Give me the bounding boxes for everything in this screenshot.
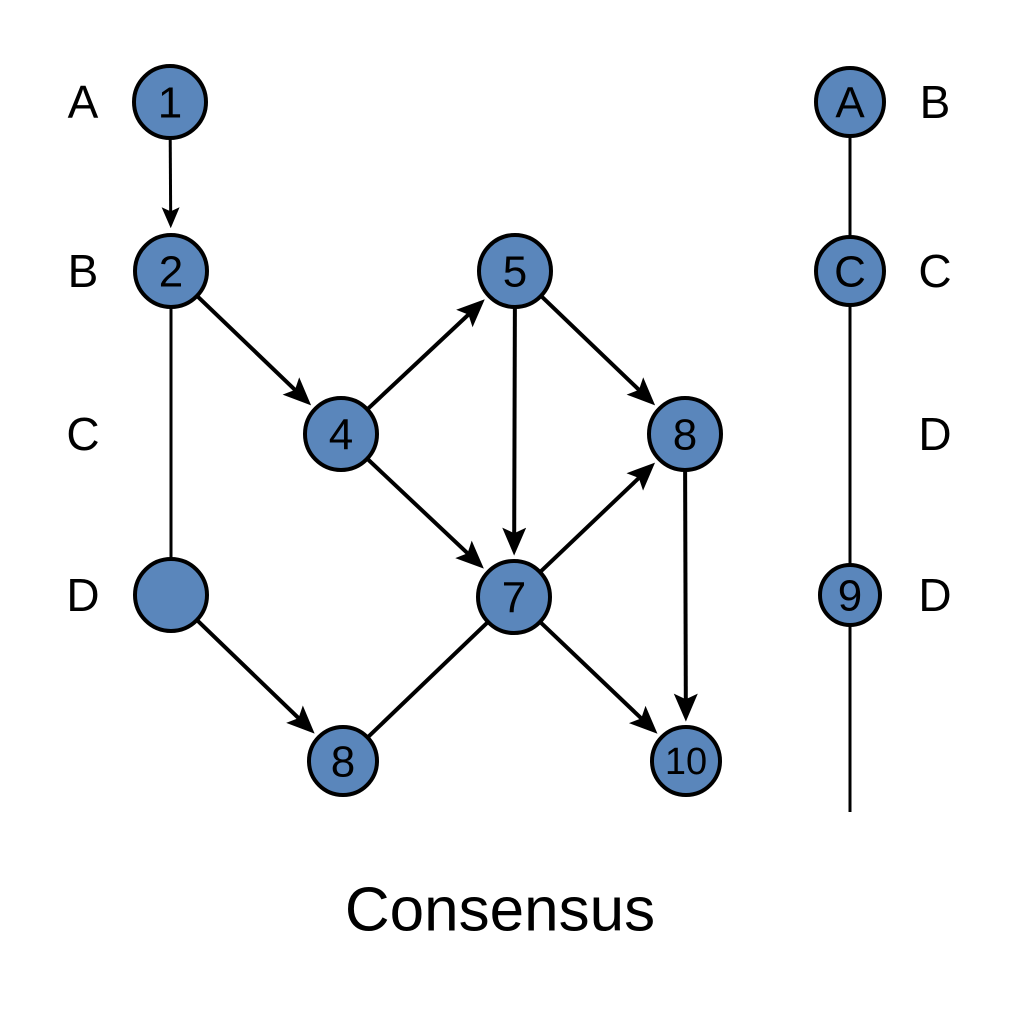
edge-nD-to-n8b (194, 617, 315, 734)
figure-caption: Consensus (345, 876, 655, 945)
node-left-n1[interactable]: 1 (132, 64, 208, 140)
node-circle[interactable] (307, 725, 379, 797)
node-left-n10[interactable]: 10 (650, 725, 722, 797)
row-label-left-B-271: B (68, 245, 99, 297)
edge-n8b-to-n7 (365, 620, 490, 740)
node-right-rA[interactable]: A (814, 66, 886, 138)
edge-n5-to-n7 (502, 305, 527, 556)
node-left-n5[interactable]: 5 (477, 233, 553, 309)
edge-n4-to-n5 (365, 299, 485, 412)
edge-n2-to-n4 (194, 293, 312, 406)
node-right-r9[interactable]: 9 (818, 563, 882, 627)
node-circle[interactable] (476, 559, 552, 635)
node-right-rC[interactable]: C (814, 235, 886, 307)
node-left-n7[interactable]: 7 (476, 559, 552, 635)
left-graph-nodes: 1 2 4 5 8 7 8 10 (132, 64, 723, 797)
right-graph-nodes: A C 9 (814, 66, 886, 627)
node-label: 4 (329, 411, 353, 460)
node-label: 5 (503, 248, 527, 297)
node-label: 8 (673, 411, 697, 460)
node-label: A (835, 79, 865, 128)
edge-n7-to-n8r (537, 462, 656, 575)
node-circle[interactable] (647, 396, 723, 472)
node-left-n2[interactable]: 2 (133, 233, 209, 309)
right-row-labels: B C D D (918, 76, 951, 621)
node-label: 8 (331, 738, 355, 787)
node-label: 2 (159, 248, 183, 297)
row-label-right-C-271: C (918, 245, 951, 297)
row-label-left-C-434: C (66, 408, 99, 460)
edge-n7-to-n10 (537, 619, 658, 734)
node-label: C (834, 248, 866, 297)
node-label: 1 (158, 79, 182, 128)
node-left-n4[interactable]: 4 (303, 396, 379, 472)
node-circle[interactable] (814, 66, 886, 138)
node-circle[interactable] (132, 64, 208, 140)
left-graph-edges (161, 136, 698, 740)
edge-n1-to-n2 (161, 136, 180, 229)
edge-n8r-to-n10 (673, 468, 698, 722)
row-label-right-D-434: D (918, 408, 951, 460)
node-left-nD[interactable] (133, 557, 209, 633)
node-label: 9 (838, 572, 862, 621)
node-circle[interactable] (650, 725, 722, 797)
edge-n4-to-n7 (365, 456, 484, 569)
edge-n5-to-n8r (538, 293, 656, 406)
node-circle[interactable] (133, 557, 209, 633)
node-circle[interactable] (133, 233, 209, 309)
node-label: 10 (665, 741, 707, 783)
row-label-right-B-102: B (920, 76, 951, 128)
row-label-right-D-595: D (918, 569, 951, 621)
row-label-left-D-595: D (66, 569, 99, 621)
node-left-n8r[interactable]: 8 (647, 396, 723, 472)
row-label-left-A-102: A (68, 76, 99, 128)
node-circle[interactable] (303, 396, 379, 472)
node-circle[interactable] (477, 233, 553, 309)
node-circle[interactable] (814, 235, 886, 307)
node-left-n8b[interactable]: 8 (307, 725, 379, 797)
node-label: 7 (502, 574, 526, 623)
left-row-labels: A B C D (66, 76, 99, 621)
node-circle[interactable] (818, 563, 882, 627)
